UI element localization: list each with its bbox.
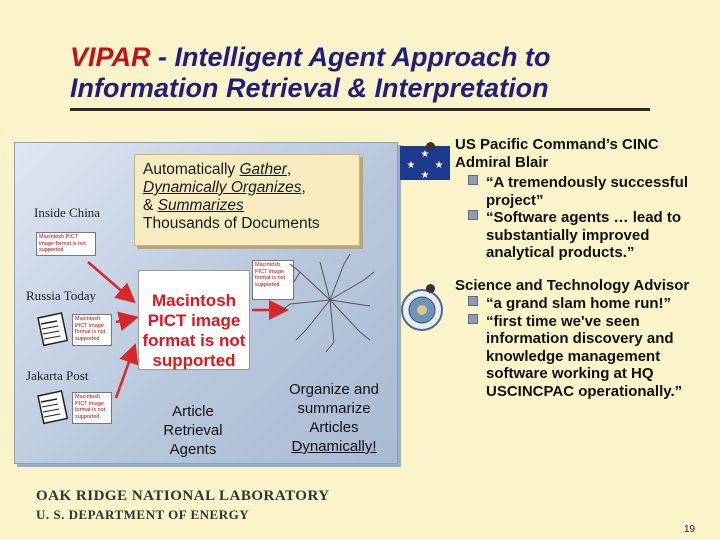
cinc-quote-1: “A tremendously successful — [468, 174, 708, 192]
quote-text: “Software agents … lead to — [486, 209, 682, 226]
bullet-square-icon — [468, 175, 478, 185]
svg-text:★: ★ — [435, 160, 444, 171]
cinc-quote-2: “Software agents … lead to — [468, 209, 708, 227]
source-jakarta-post: Jakarta Post — [26, 368, 89, 383]
quote-text: project” — [486, 191, 544, 209]
advisor-quotes: “a grand slam home run!” “first time we'… — [468, 295, 713, 400]
title-underline — [70, 108, 650, 111]
source-russia-today: Russia Today — [26, 288, 96, 303]
callout-amp: & — [143, 197, 158, 214]
cinc-section: US Pacific Command’s CINC Admiral Blair — [455, 136, 659, 171]
quote-text: USCINCPAC operationally.” — [486, 382, 683, 400]
callout-box: Automatically Gather, Dynamically Organi… — [134, 154, 360, 246]
bullet-square-icon — [468, 296, 478, 306]
pict-placeholder-russia: Macintosh PICT image format is not suppo… — [72, 314, 112, 346]
quote-text: analytical products.” — [486, 244, 635, 261]
organize-text: Organize and summarize Articles — [288, 381, 380, 436]
slide-title: VIPAR - Intelligent Agent Approach to In… — [70, 42, 690, 104]
callout-summarizes: Summarizes — [157, 197, 244, 214]
cinc-quotes: “A tremendously successful project” “Sof… — [468, 174, 708, 262]
organize-label: Organize and summarize Articles Dynamica… — [280, 380, 388, 456]
pict-placeholder-tree: Macintosh PICT image format is not suppo… — [252, 260, 294, 300]
svg-text:★: ★ — [421, 149, 430, 160]
source-inside-china: Inside China — [34, 205, 101, 220]
title-line2: Information Retrieval & Interpretation — [70, 73, 549, 103]
quote-text: “first time we've seen — [486, 312, 640, 330]
pict-placeholder-agents: Macintosh PICT image format is not suppo… — [138, 270, 250, 370]
bullet-square-icon — [468, 210, 478, 220]
footer-lab-name: OAK RIDGE NATIONAL LABORATORY — [36, 488, 330, 504]
callout-text: Automatically — [143, 161, 240, 178]
four-star-flag-icon: ★ ★ ★ ★ — [400, 146, 450, 181]
quote-text: “A tremendously successful — [486, 174, 689, 191]
advisor-title: Science and Technology Advisor — [455, 277, 690, 294]
arrow-russia — [115, 311, 139, 332]
callout-comma: , — [286, 161, 292, 178]
quote-text: information discovery and — [486, 330, 674, 347]
callout-gather: Gather — [239, 161, 287, 178]
cinc-title-1: US Pacific Command’s CINC — [455, 136, 659, 153]
arrow-jakarta — [114, 343, 139, 399]
newspaper-icon — [37, 390, 69, 425]
callout-documents: Thousands of Documents — [143, 215, 320, 232]
quote-text: “a grand slam home run!” — [486, 295, 672, 312]
title-line1-rest: - Intelligent Agent Approach to — [150, 42, 551, 72]
quote-text: knowledge management — [486, 347, 661, 365]
bullet-square-icon — [468, 313, 478, 324]
cluster-tree-icon — [279, 253, 375, 353]
quote-text: software working at HQ — [486, 365, 654, 382]
pict-placeholder-jakarta: Macintosh PICT image format is not suppo… — [72, 392, 112, 424]
bullet-dot — [426, 284, 435, 293]
callout-organizes: Dynamically Organizes — [143, 179, 302, 196]
svg-text:★: ★ — [421, 170, 430, 181]
advisor-quote-1: “a grand slam home run!” — [468, 295, 713, 313]
footer-doe: U. S. DEPARTMENT OF ENERGY — [36, 507, 250, 522]
uscincpac-seal-icon — [401, 289, 443, 331]
arrow-china — [87, 261, 136, 304]
organize-dynamic: Dynamically! — [291, 438, 377, 455]
callout-comma2: , — [301, 179, 306, 196]
advisor-quote-2: “first time we've seen — [468, 313, 713, 331]
title-vipar: VIPAR — [70, 42, 151, 72]
pict-placeholder-china: Macintosh PICT image format is not suppo… — [36, 232, 96, 256]
agent-label: Article Retrieval Agents — [163, 403, 223, 458]
newspaper-icon — [37, 312, 69, 347]
cinc-title-2: Admiral Blair — [455, 153, 549, 171]
bullet-dot — [426, 142, 435, 151]
quote-text: substantially improved — [486, 226, 650, 244]
page-number: 19 — [684, 524, 696, 535]
svg-text:★: ★ — [407, 160, 416, 171]
